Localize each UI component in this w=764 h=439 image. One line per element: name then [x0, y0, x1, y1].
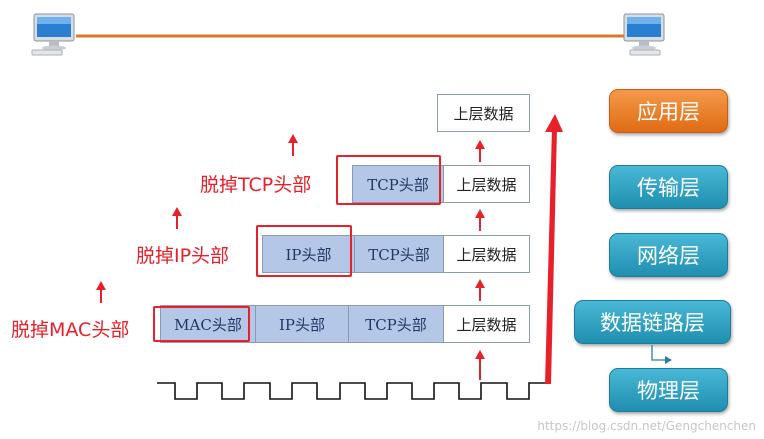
- row3-data-cell: 上层数据: [443, 305, 530, 343]
- strip-arrow-icon: [172, 207, 182, 229]
- strip-arrow-icon: [288, 134, 298, 156]
- strip-tcp-label: 脱掉TCP头部: [200, 174, 312, 196]
- long-up-arrow-icon: [545, 114, 563, 384]
- strip-ip-label: 脱掉IP头部: [136, 245, 230, 267]
- strip-arrow-icon: [96, 281, 106, 303]
- data-up-arrow-icon: [475, 279, 485, 301]
- row1-tcp-highlight: [336, 155, 441, 205]
- data-up-arrow-icon: [475, 350, 485, 380]
- layer-transport: 传输层: [609, 165, 728, 209]
- right-computer-icon: [623, 13, 665, 56]
- data-up-arrow-icon: [475, 209, 485, 231]
- left-computer-icon: [31, 13, 75, 56]
- row2-ip-highlight: [256, 225, 352, 277]
- layer-datalink: 数据链路层: [574, 300, 731, 344]
- watermark-text: https://blog.csdn.net/Gengchenchen: [537, 419, 756, 433]
- row2-tcp-header: TCP头部: [354, 235, 444, 273]
- network-link: [31, 13, 665, 56]
- layer-physical: 物理层: [609, 368, 728, 412]
- row3-mac-highlight: [153, 306, 250, 342]
- top-data-cell: 上层数据: [437, 94, 530, 132]
- row3-tcp-header: TCP头部: [348, 305, 444, 343]
- row1-data-cell: 上层数据: [443, 165, 530, 203]
- row3-mac-header: MAC头部: [160, 305, 256, 343]
- row2-ip-header: IP头部: [262, 235, 355, 273]
- data-up-arrow-icon: [475, 140, 485, 162]
- layer-network: 网络层: [609, 233, 728, 277]
- row3-ip-header: IP头部: [255, 305, 349, 343]
- strip-mac-label: 脱掉MAC头部: [11, 319, 130, 341]
- layer-application: 应用层: [609, 89, 728, 133]
- row2-data-cell: 上层数据: [443, 235, 530, 273]
- signal-wave: [157, 382, 545, 400]
